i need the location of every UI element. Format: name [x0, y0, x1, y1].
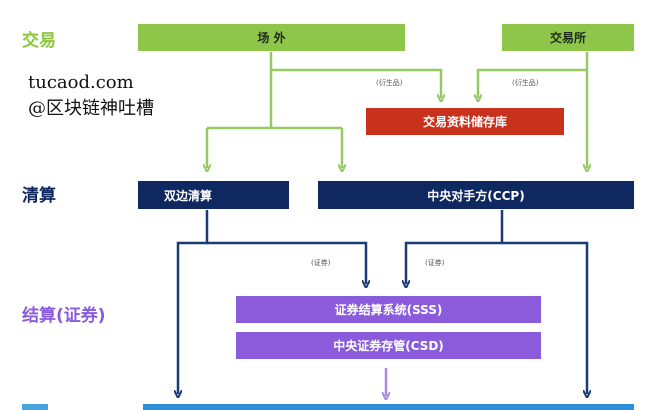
- watermark-handle: @区块链神吐槽: [28, 98, 154, 119]
- arrows-exchange: [478, 52, 587, 168]
- box-bottom-cutoff: [143, 404, 634, 410]
- flow-label-derivatives-left: (衍生品): [376, 79, 403, 87]
- box-sss: 证券结算系统(SSS): [236, 296, 541, 323]
- watermark-site: tucaod.com: [28, 72, 134, 93]
- box-ccp: 中央对手方(CCP): [318, 181, 634, 209]
- box-repository: 交易资料储存库: [366, 108, 564, 135]
- row-label-cutoff: [22, 404, 48, 410]
- box-bilateral: 双边清算: [138, 181, 289, 209]
- arrows-clearing: [178, 210, 587, 394]
- box-otc: 场 外: [138, 24, 405, 51]
- flow-label-derivatives-right: (衍生品): [512, 79, 539, 87]
- flow-label-securities-right: (证券): [425, 259, 445, 267]
- box-exchange: 交易所: [502, 24, 634, 51]
- flow-label-securities-left: (证券): [311, 259, 331, 267]
- row-label-clearing: 清算: [22, 186, 56, 206]
- box-csd: 中央证券存管(CSD): [236, 332, 541, 359]
- row-label-trade: 交易: [22, 31, 56, 51]
- arrows-otc: [207, 52, 441, 168]
- row-label-settlement: 结算(证券): [22, 306, 106, 326]
